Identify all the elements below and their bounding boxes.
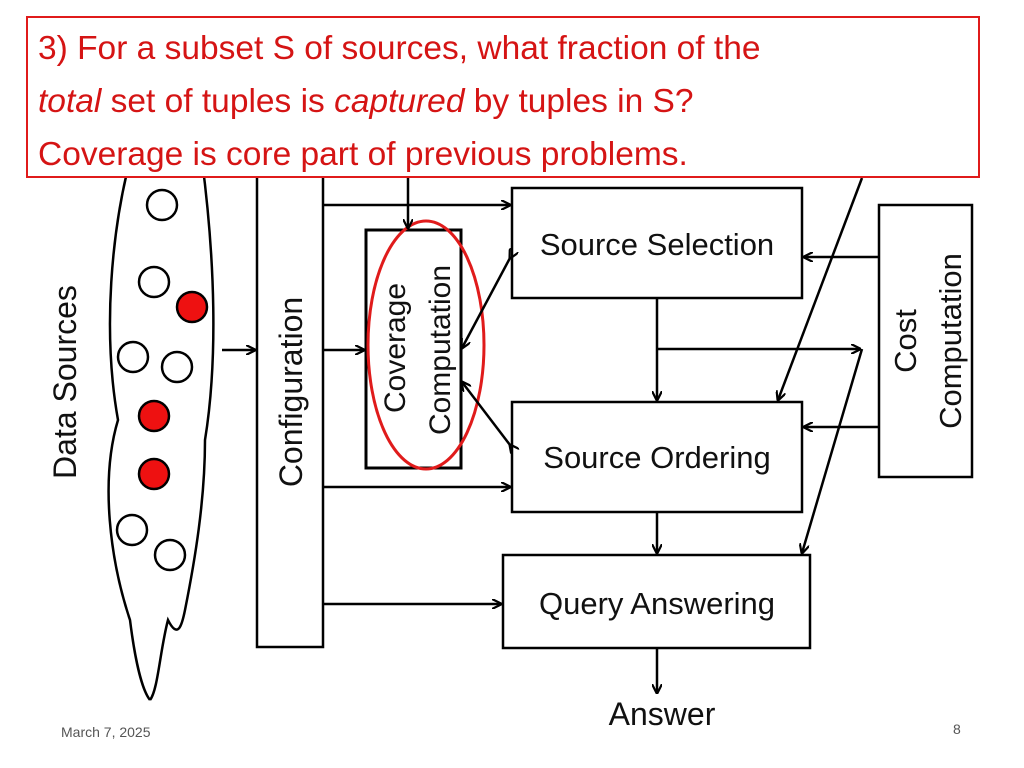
data-source-circles xyxy=(115,188,209,572)
cost-computation-block xyxy=(877,203,974,479)
cost-label-line1: Cost xyxy=(888,309,923,373)
cost-label-line2: Computation xyxy=(933,253,968,429)
callout-line-2-end: by tuples in S? xyxy=(464,83,694,120)
footer-date: March 7, 2025 xyxy=(61,724,151,740)
data-source-circle xyxy=(115,513,149,547)
answer-label: Answer xyxy=(609,696,716,732)
flow-arrows xyxy=(222,177,879,693)
callout-line-1: 3) For a subset S of sources, what fract… xyxy=(38,30,761,67)
data-source-circle xyxy=(145,188,179,222)
query-answering-label: Query Answering xyxy=(539,586,775,621)
configuration-block xyxy=(255,148,325,649)
data-source-circle xyxy=(153,538,187,572)
data-source-highlighted-circle xyxy=(137,399,171,433)
query-answering-block xyxy=(501,553,812,650)
data-source-circle xyxy=(160,350,194,384)
data-source-circle xyxy=(137,265,171,299)
callout-italic-captured: captured xyxy=(334,83,465,120)
data-source-circle xyxy=(116,340,150,374)
configuration-label: Configuration xyxy=(273,297,309,487)
arrow-top-to-ordering xyxy=(778,177,864,400)
callout-line-2-mid: set of tuples is xyxy=(101,83,335,120)
source-selection-block xyxy=(510,186,804,300)
coverage-label-line1: Coverage xyxy=(379,283,412,413)
data-source-highlighted-circle xyxy=(175,290,209,324)
arrow-ordering-coverage xyxy=(462,382,510,445)
coverage-label-line2: Computation xyxy=(424,265,457,435)
data-sources-cloud xyxy=(107,159,215,701)
source-ordering-block xyxy=(510,400,804,514)
arrow-cost-to-answering xyxy=(802,348,864,553)
data-sources-label: Data Sources xyxy=(47,285,83,479)
callout-line-2: total set of tuples is captured by tuple… xyxy=(38,75,978,128)
source-ordering-label: Source Ordering xyxy=(543,440,770,475)
page-number: 8 xyxy=(953,721,961,737)
source-selection-label: Source Selection xyxy=(540,227,774,262)
arrow-selection-coverage xyxy=(462,258,510,348)
callout-italic-total: total xyxy=(38,83,102,120)
question-callout: 3) For a subset S of sources, what fract… xyxy=(26,16,980,178)
data-source-highlighted-circle xyxy=(137,457,171,491)
callout-line-3: Coverage is core part of previous proble… xyxy=(38,136,688,173)
